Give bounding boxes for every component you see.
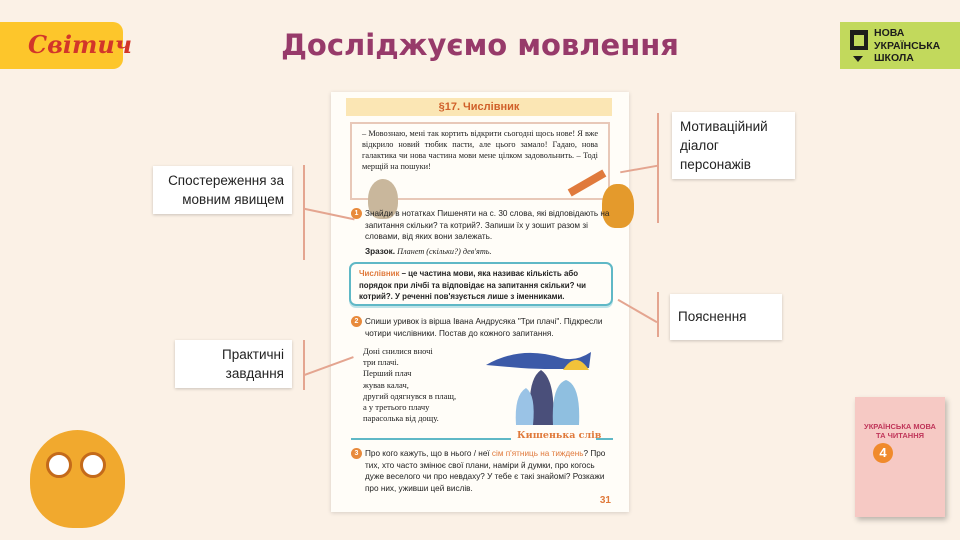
connector-line xyxy=(303,165,305,260)
word-pocket-divider: Кишенька слів xyxy=(351,430,613,444)
mouse-illustration xyxy=(368,179,398,219)
task-1: 1 Знайди в нотатках Пишеняти на с. 30 сл… xyxy=(351,208,615,257)
nush-mark-icon xyxy=(850,30,868,50)
callout-practice: Практичні завдання xyxy=(175,340,292,388)
connector-line xyxy=(657,113,659,223)
connector-line xyxy=(303,340,305,390)
slide-title: Досліджуємо мовлення xyxy=(281,28,679,62)
connector-line xyxy=(657,292,659,337)
svitych-logo: Cвітич xyxy=(0,22,132,69)
callout-motivation: Мотиваційний діалог персонажів xyxy=(672,112,795,179)
page-number: 31 xyxy=(599,494,611,506)
telescope-illustration xyxy=(567,169,607,197)
textbook-page: §17. Числівник – Мовознаю, мені так корт… xyxy=(331,92,634,512)
dialog-box: – Мовознаю, мені так кортить відкрити сь… xyxy=(350,122,634,228)
callout-observation: Спостереження за мовним явищем xyxy=(153,166,292,214)
textbook-cover: УКРАЇНСЬКА МОВА ТА ЧИТАННЯ 4 xyxy=(855,397,945,517)
callout-explanation: Пояснення xyxy=(670,294,782,340)
owl-illustration xyxy=(602,184,634,228)
rule-box: Числівник – це частина мови, яка називає… xyxy=(349,262,613,306)
triangle-icon xyxy=(853,56,863,62)
owl-mascot xyxy=(30,430,125,528)
task-3: 3 Про кого кажуть, що в нього / неї сім … xyxy=(351,448,615,494)
task-2: 2 Спиши уривок із вірша Івана Андрусяка … xyxy=(351,316,615,339)
ghosts-illustration xyxy=(486,352,591,425)
section-heading: §17. Числівник xyxy=(346,98,612,116)
